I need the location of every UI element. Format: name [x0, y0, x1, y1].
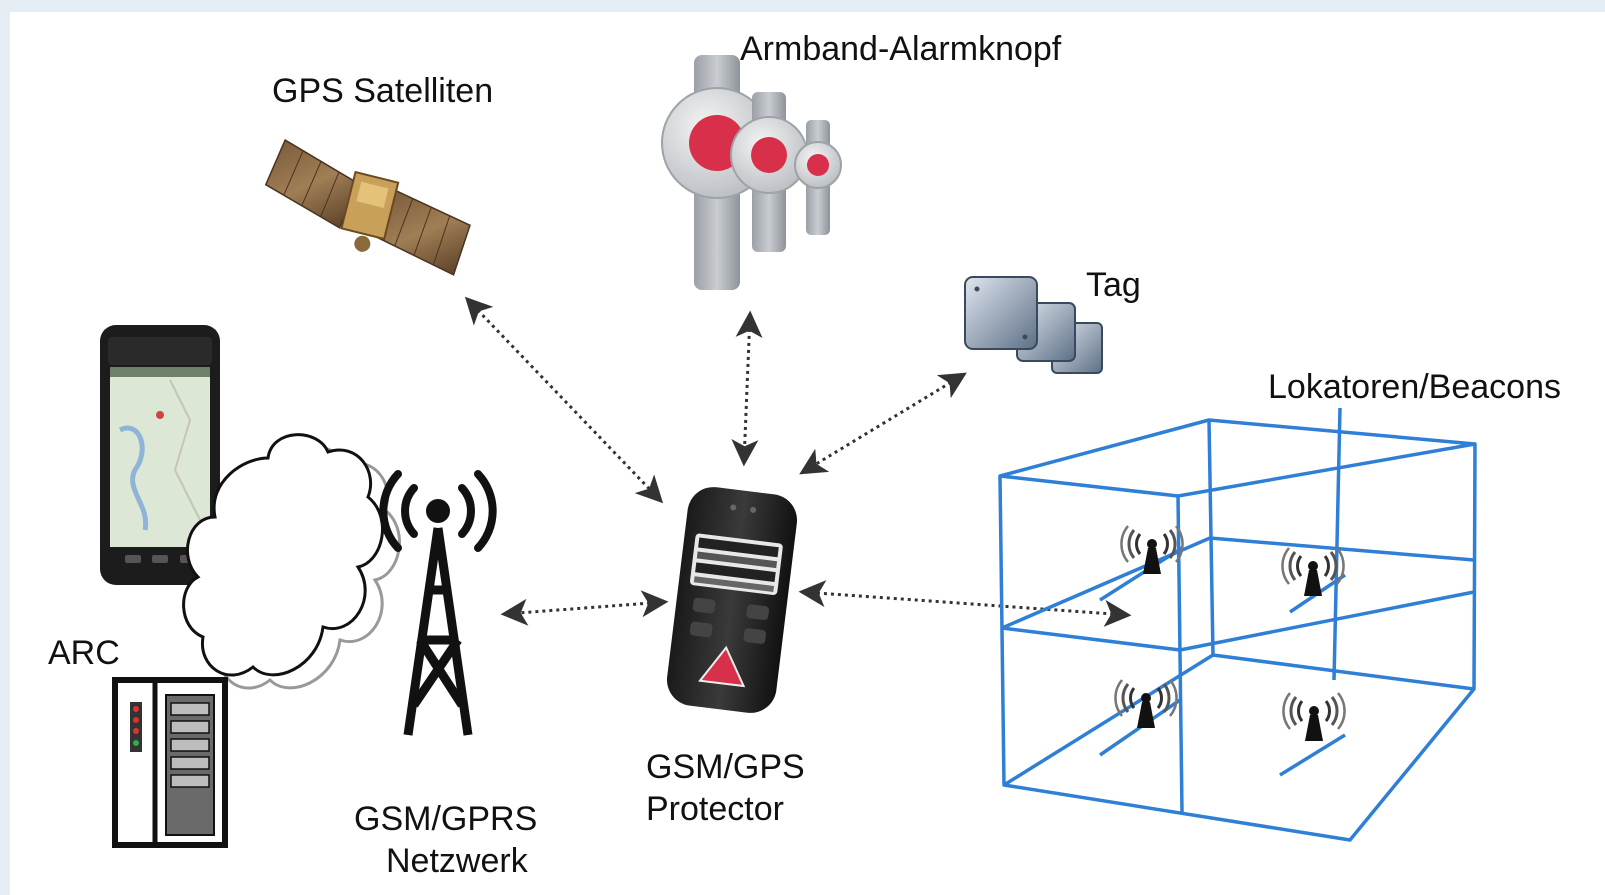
beacon-cube — [998, 407, 1477, 842]
beacon-icon — [1119, 524, 1185, 576]
beacon-icon — [1281, 691, 1347, 743]
label-protector-line2: Protector — [646, 790, 784, 828]
connector-wristband — [731, 310, 763, 467]
connectors — [464, 296, 1132, 627]
label-protector-line1: GSM/GPS — [646, 748, 805, 786]
gsm-gps-device-icon — [666, 487, 798, 713]
label-gps-satellites: GPS Satelliten — [272, 72, 493, 110]
label-network-line2: Netzwerk — [386, 842, 529, 880]
beacon-icons — [1113, 524, 1347, 743]
server-rack-icon — [112, 677, 228, 848]
tag-icon — [964, 276, 1103, 374]
radio-tower-icon — [379, 470, 497, 736]
beacon-icon — [1113, 678, 1179, 730]
wristband-alarm-icon — [661, 55, 842, 290]
label-tag: Tag — [1086, 266, 1141, 304]
satellite-icon — [264, 138, 471, 276]
connector-beacons — [798, 580, 1132, 627]
cloud-icon — [182, 433, 401, 690]
label-arc: ARC — [48, 634, 120, 672]
smartphone-icon — [100, 325, 220, 585]
label-locators-beacons: Lokatoren/Beacons — [1268, 368, 1561, 406]
connector-satellite — [464, 296, 664, 504]
label-wristband-alarm: Armband-Alarmknopf — [740, 30, 1062, 68]
connector-network — [500, 590, 669, 626]
label-network-line1: GSM/GPRS — [354, 800, 537, 838]
connector-tag — [799, 372, 967, 475]
